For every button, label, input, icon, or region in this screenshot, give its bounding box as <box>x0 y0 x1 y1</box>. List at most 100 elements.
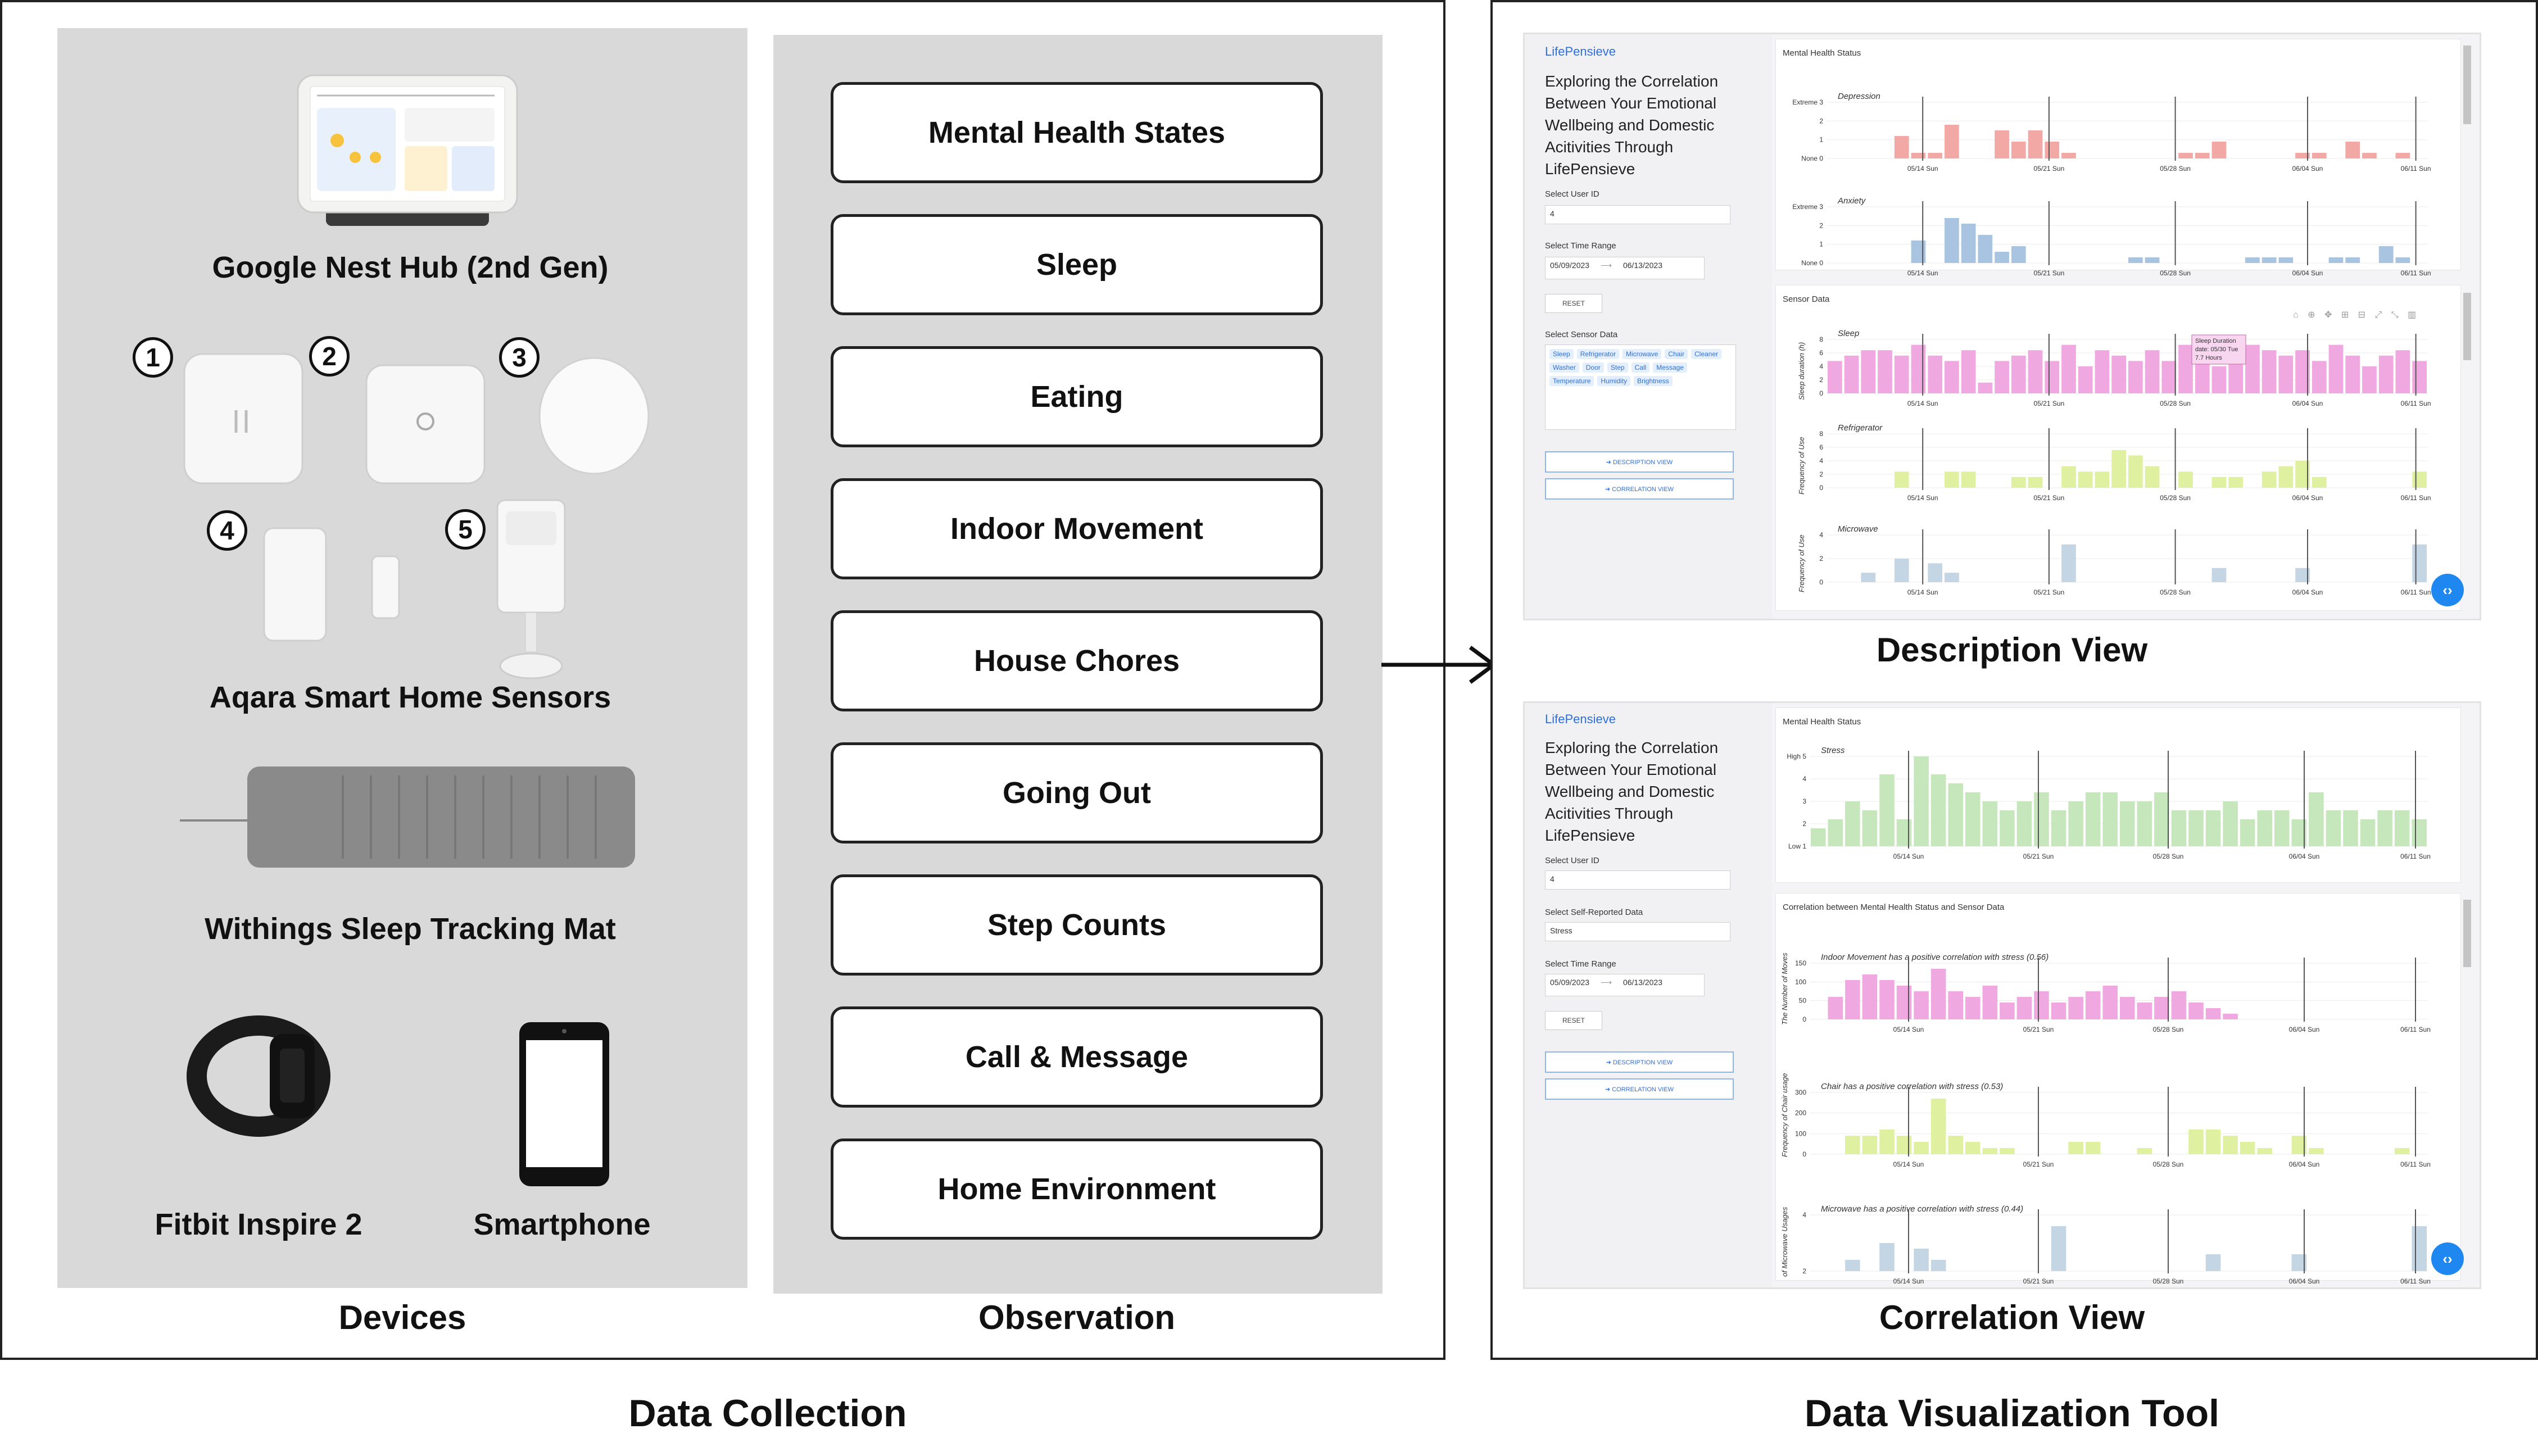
desc-app-title: Exploring the Correlation Between Your E… <box>1545 72 1719 178</box>
bar <box>2137 1003 2152 1019</box>
bar <box>2412 1226 2427 1271</box>
bar <box>2412 819 2427 846</box>
bar <box>2145 466 2160 488</box>
date-tick-label: 05/14 Sun <box>1907 269 1938 277</box>
desc-code-fab-icon[interactable]: ‹› <box>2431 574 2464 606</box>
bar <box>2095 471 2110 488</box>
tooltip-text: Sleep Duration <box>2195 338 2236 344</box>
sensor-tag[interactable]: Microwave <box>1622 349 1662 359</box>
corr-user-select[interactable]: 4 <box>1545 870 1730 890</box>
desc-sensor-scrollbar[interactable] <box>2463 293 2471 360</box>
sensor-tag[interactable]: Step <box>1607 362 1628 373</box>
bar <box>2016 997 2032 1019</box>
devices-caption: Devices <box>338 1299 466 1336</box>
bar <box>2061 153 2076 158</box>
desc-user-select[interactable]: 4 <box>1545 205 1730 224</box>
sensor-tag[interactable]: Sleep <box>1549 349 1574 359</box>
y-tick-label: 0 <box>1802 1015 1806 1023</box>
desc-description-view-button[interactable]: ➔ DESCRIPTION VIEW <box>1545 451 1734 473</box>
bar <box>2178 471 2193 488</box>
sensor-tag[interactable]: Brightness <box>1634 376 1673 386</box>
description-view-caption: Description View <box>1876 631 2148 669</box>
corr-correlation-scrollbar[interactable] <box>2463 900 2471 967</box>
sensor-tag[interactable]: Chair <box>1665 349 1688 359</box>
bar <box>2111 355 2126 393</box>
bar <box>1930 774 1946 846</box>
bar <box>1894 136 1909 158</box>
y-tick-label: 2 <box>1819 117 1823 125</box>
bar <box>2211 568 2227 582</box>
y-tick-label: Extreme 3 <box>1792 98 1823 106</box>
plot-y-axis-label: of Microwave Usages <box>1780 1206 1789 1277</box>
date-tick-label: 06/04 Sun <box>2289 852 2320 860</box>
bar <box>2061 344 2076 393</box>
bar <box>2261 471 2277 488</box>
y-tick-label: 1 <box>1819 136 1823 144</box>
bar <box>2011 477 2026 488</box>
bar <box>1896 986 1912 1019</box>
y-tick-label: 0 <box>1802 1150 1806 1158</box>
bar <box>2028 350 2043 393</box>
sensor-tag[interactable]: Humidity <box>1597 376 1631 386</box>
plot-label: Refrigerator <box>1838 423 1883 433</box>
visualization-tool-caption: Data Visualization Tool <box>1804 1392 2220 1435</box>
desc-reset-button[interactable]: RESET <box>1545 294 1602 313</box>
bar <box>1978 235 1993 263</box>
sensor-tag[interactable]: Washer <box>1549 362 1579 373</box>
bar <box>2345 257 2360 263</box>
bar <box>2154 792 2169 846</box>
y-tick-label: 6 <box>1819 349 1823 357</box>
desc-user-label: Select User ID <box>1545 189 1599 199</box>
corr-code-fab-icon[interactable]: ‹› <box>2431 1242 2464 1275</box>
corr-description-view-button[interactable]: ➔ DESCRIPTION VIEW <box>1545 1051 1734 1073</box>
bar <box>1961 350 1976 393</box>
bar <box>1928 563 1943 582</box>
bar <box>2034 792 2049 846</box>
bar <box>2128 361 2143 393</box>
bar <box>2178 153 2193 158</box>
sensor-tag[interactable]: Temperature <box>1549 376 1594 386</box>
y-tick-label: 2 <box>1819 221 1823 229</box>
bar <box>2257 1148 2272 1154</box>
bar <box>2137 1148 2152 1154</box>
desc-date-end: 06/13/2023 <box>1622 261 1663 270</box>
desc-date-range[interactable]: 05/09/2023 ⟶ 06/13/2023 <box>1545 257 1705 279</box>
corr-correlation-view-button[interactable]: ➔ CORRELATION VIEW <box>1545 1078 1734 1100</box>
bar <box>2211 142 2227 158</box>
bar <box>2016 801 2032 846</box>
y-tick-label: 2 <box>1802 820 1806 828</box>
date-tick-label: 05/28 Sun <box>2160 165 2191 173</box>
sensor-tag[interactable]: Cleaner <box>1691 349 1722 359</box>
bar <box>1861 350 1876 393</box>
desc-correlation-view-button[interactable]: ➔ CORRELATION VIEW <box>1545 478 1734 500</box>
observation-caption: Observation <box>978 1299 1176 1336</box>
y-tick-label: 4 <box>1802 1211 1806 1219</box>
plot-toolbar-icons[interactable]: ⌂ ⊕ ✥ ⊞ ⊟ ⤢ ⤡ ▥ <box>2293 310 2420 320</box>
date-tick-label: 05/14 Sun <box>1907 494 1938 502</box>
sensor-tag[interactable]: Message <box>1653 362 1687 373</box>
corr-time-label: Select Time Range <box>1545 959 1616 969</box>
bar <box>2312 361 2327 393</box>
sensor-tag[interactable]: Door <box>1582 362 1604 373</box>
bar <box>1811 828 1826 846</box>
bar <box>2195 153 2210 158</box>
bar <box>1879 1243 1895 1271</box>
corr-date-range[interactable]: 05/09/2023 ⟶ 06/13/2023 <box>1545 974 1705 996</box>
withings-mat-image <box>180 759 641 877</box>
bar <box>1928 153 1943 158</box>
bar <box>2378 246 2394 263</box>
date-tick-label: 06/04 Sun <box>2292 588 2323 596</box>
y-tick-label: 2 <box>1819 555 1823 563</box>
date-tick-label: 05/21 Sun <box>2034 400 2065 407</box>
sensor-tag[interactable]: Call <box>1631 362 1650 373</box>
desc-time-label: Select Time Range <box>1545 241 1616 251</box>
bar <box>1878 350 1892 393</box>
corr-reset-button[interactable]: RESET <box>1545 1011 1602 1030</box>
desc-mental-scrollbar[interactable] <box>2463 46 2471 124</box>
corr-self-report-select[interactable]: Stress <box>1545 922 1730 941</box>
sensor-tag[interactable]: Refrigerator <box>1576 349 1620 359</box>
y-tick-label: 2 <box>1819 470 1823 478</box>
bar <box>2261 257 2277 263</box>
bar <box>2223 1136 2238 1154</box>
